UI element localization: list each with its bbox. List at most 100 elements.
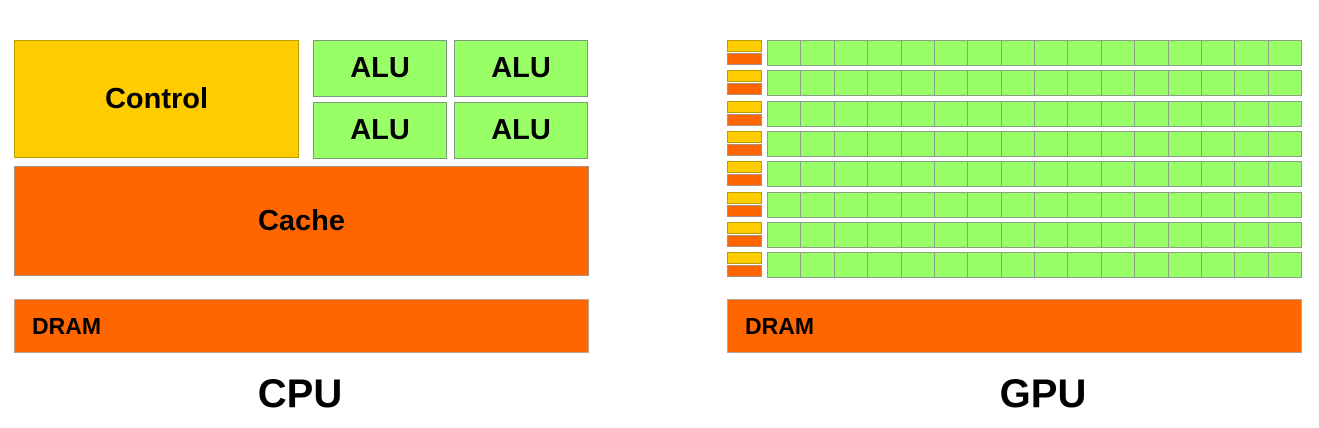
gpu-alu-cell bbox=[833, 40, 869, 66]
gpu-alu-cell bbox=[1134, 161, 1169, 187]
gpu-alu-cell bbox=[1134, 252, 1169, 278]
gpu-control-unit bbox=[727, 252, 762, 264]
gpu-alu-cell bbox=[1100, 40, 1136, 66]
gpu-alu-cell bbox=[900, 131, 935, 157]
gpu-alu-cell bbox=[1000, 101, 1035, 127]
gpu-alu-cell bbox=[933, 40, 969, 66]
gpu-alu-cell bbox=[1067, 252, 1102, 278]
gpu-alu-cell bbox=[1034, 252, 1069, 278]
gpu-alu-cell bbox=[800, 252, 835, 278]
gpu-alu-cell bbox=[1234, 161, 1269, 187]
cpu-control-block: Control bbox=[14, 40, 299, 158]
cpu-title: CPU bbox=[257, 372, 343, 416]
gpu-alu-cell bbox=[833, 192, 869, 218]
gpu-alu-cell bbox=[1100, 161, 1136, 187]
gpu-alu-cell bbox=[1100, 192, 1136, 218]
gpu-alu-cell bbox=[867, 161, 902, 187]
gpu-alu-cell bbox=[1034, 70, 1069, 96]
gpu-alu-cell bbox=[1034, 192, 1069, 218]
gpu-control-unit bbox=[727, 101, 762, 113]
gpu-alu-cell bbox=[1267, 40, 1302, 66]
gpu-alu-cell bbox=[800, 192, 835, 218]
gpu-alu-cell bbox=[867, 222, 902, 248]
gpu-alu-cell bbox=[1134, 101, 1169, 127]
gpu-alu-cell bbox=[967, 161, 1002, 187]
gpu-alu-cell bbox=[1067, 101, 1102, 127]
gpu-alu-cell bbox=[867, 131, 902, 157]
gpu-alu-cell bbox=[967, 131, 1002, 157]
gpu-alu-cell bbox=[1167, 40, 1202, 66]
gpu-alu-cell bbox=[833, 252, 869, 278]
gpu-alu-cell bbox=[900, 252, 935, 278]
gpu-alu-cell bbox=[1100, 70, 1136, 96]
gpu-alu-cell bbox=[1000, 40, 1035, 66]
gpu-alu-cell bbox=[933, 131, 969, 157]
gpu-alu-cell bbox=[1234, 222, 1269, 248]
gpu-cache-unit bbox=[727, 83, 762, 95]
gpu-alu-cell bbox=[833, 222, 869, 248]
gpu-cache-unit bbox=[727, 205, 762, 217]
gpu-alu-cell bbox=[900, 161, 935, 187]
gpu-control-unit bbox=[727, 40, 762, 52]
gpu-alu-cell bbox=[1267, 161, 1302, 187]
gpu-alu-cell bbox=[1234, 252, 1269, 278]
gpu-alu-cell bbox=[1167, 222, 1202, 248]
gpu-alu-cell bbox=[1067, 161, 1102, 187]
gpu-dram-block: DRAM bbox=[727, 299, 1302, 353]
gpu-alu-cell bbox=[1200, 70, 1236, 96]
gpu-alu-cell bbox=[1100, 252, 1136, 278]
gpu-alu-cell bbox=[800, 222, 835, 248]
gpu-alu-cell bbox=[1234, 131, 1269, 157]
gpu-alu-cell bbox=[900, 70, 935, 96]
gpu-alu-cell bbox=[1234, 192, 1269, 218]
gpu-alu-cell bbox=[1034, 222, 1069, 248]
gpu-alu-row bbox=[767, 192, 1302, 218]
gpu-control-unit bbox=[727, 161, 762, 173]
gpu-alu-cell bbox=[933, 161, 969, 187]
gpu-alu-row bbox=[767, 161, 1302, 187]
cpu-alu-block: ALU bbox=[313, 102, 447, 159]
gpu-alu-cell bbox=[800, 70, 835, 96]
gpu-alu-cell bbox=[1234, 40, 1269, 66]
gpu-title: GPU bbox=[999, 372, 1087, 416]
gpu-alu-cell bbox=[1134, 222, 1169, 248]
gpu-control-unit bbox=[727, 131, 762, 143]
gpu-alu-cell bbox=[1234, 70, 1269, 96]
gpu-alu-cell bbox=[1200, 40, 1236, 66]
gpu-alu-cell bbox=[767, 222, 802, 248]
gpu-alu-cell bbox=[767, 161, 802, 187]
gpu-alu-cell bbox=[767, 40, 802, 66]
gpu-alu-cell bbox=[1200, 131, 1236, 157]
gpu-alu-cell bbox=[1034, 161, 1069, 187]
gpu-alu-cell bbox=[1200, 252, 1236, 278]
gpu-alu-row bbox=[767, 40, 1302, 66]
gpu-alu-cell bbox=[1000, 222, 1035, 248]
gpu-alu-row bbox=[767, 101, 1302, 127]
gpu-alu-cell bbox=[800, 131, 835, 157]
gpu-control-unit bbox=[727, 222, 762, 234]
gpu-alu-cell bbox=[767, 70, 802, 96]
gpu-alu-cell bbox=[1134, 131, 1169, 157]
gpu-alu-cell bbox=[967, 252, 1002, 278]
gpu-alu-cell bbox=[1200, 161, 1236, 187]
gpu-alu-row bbox=[767, 222, 1302, 248]
gpu-alu-cell bbox=[1000, 70, 1035, 96]
gpu-alu-cell bbox=[933, 252, 969, 278]
gpu-alu-cell bbox=[1167, 131, 1202, 157]
gpu-alu-cell bbox=[767, 192, 802, 218]
gpu-alu-cell bbox=[1200, 192, 1236, 218]
gpu-alu-cell bbox=[933, 222, 969, 248]
gpu-alu-cell bbox=[933, 192, 969, 218]
gpu-alu-cell bbox=[1167, 101, 1202, 127]
gpu-alu-cell bbox=[1267, 222, 1302, 248]
gpu-alu-cell bbox=[900, 192, 935, 218]
gpu-alu-cell bbox=[1267, 252, 1302, 278]
gpu-alu-cell bbox=[1100, 101, 1136, 127]
gpu-alu-cell bbox=[1200, 222, 1236, 248]
gpu-alu-cell bbox=[967, 222, 1002, 248]
gpu-alu-cell bbox=[767, 131, 802, 157]
gpu-alu-cell bbox=[1067, 192, 1102, 218]
gpu-alu-cell bbox=[767, 252, 802, 278]
gpu-alu-cell bbox=[1167, 192, 1202, 218]
gpu-alu-cell bbox=[1100, 222, 1136, 248]
